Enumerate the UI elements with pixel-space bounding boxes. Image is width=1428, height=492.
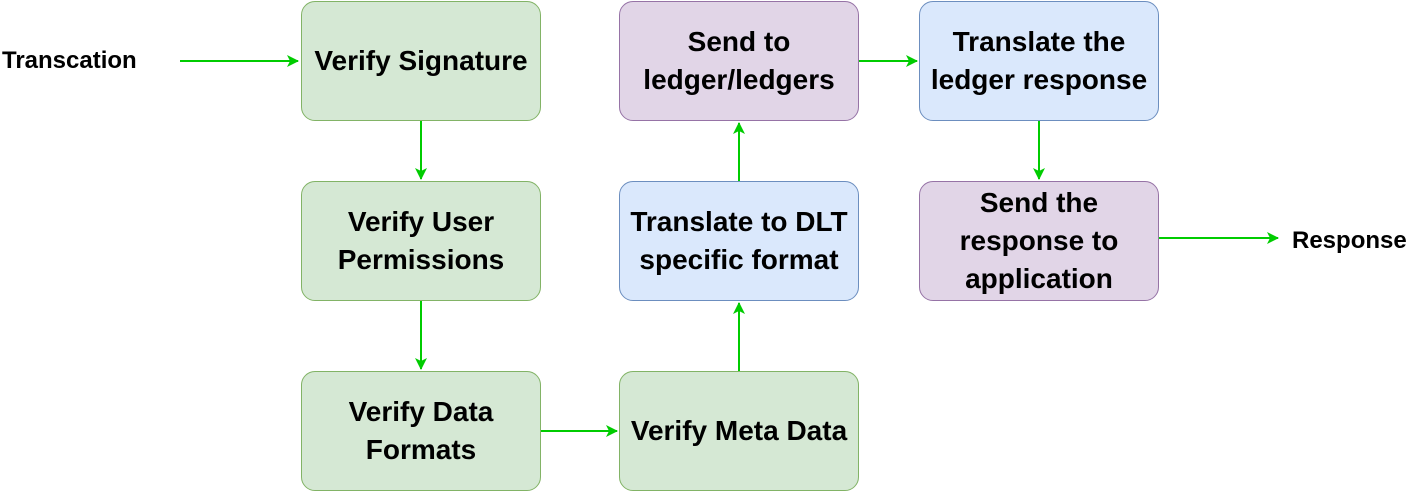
verify-meta-data-node: Verify Meta Data	[619, 371, 859, 491]
verify-user-permissions-label: Verify User Permissions	[337, 206, 505, 275]
verify-signature-node: Verify Signature	[301, 1, 541, 121]
send-to-ledger-label: Send to ledger/ledgers	[643, 26, 835, 95]
verify-signature-label: Verify Signature	[314, 45, 528, 76]
send-response-label: Send the response to application	[959, 187, 1119, 294]
send-to-ledger-node: Send to ledger/ledgers	[619, 1, 859, 121]
send-response-node: Send the response to application	[919, 181, 1159, 301]
translate-ledger-response-label: Translate the ledger response	[930, 26, 1148, 95]
input-label: Transcation	[2, 47, 137, 74]
verify-meta-data-label: Verify Meta Data	[630, 415, 848, 446]
output-label: Response	[1292, 227, 1407, 254]
translate-dlt-format-node: Translate to DLT specific format	[619, 181, 859, 301]
verify-user-permissions-node: Verify User Permissions	[301, 181, 541, 301]
verify-data-formats-label: Verify Data Formats	[348, 396, 494, 465]
verify-data-formats-node: Verify Data Formats	[301, 371, 541, 491]
translate-dlt-format-label: Translate to DLT specific format	[630, 206, 848, 275]
translate-ledger-response-node: Translate the ledger response	[919, 1, 1159, 121]
